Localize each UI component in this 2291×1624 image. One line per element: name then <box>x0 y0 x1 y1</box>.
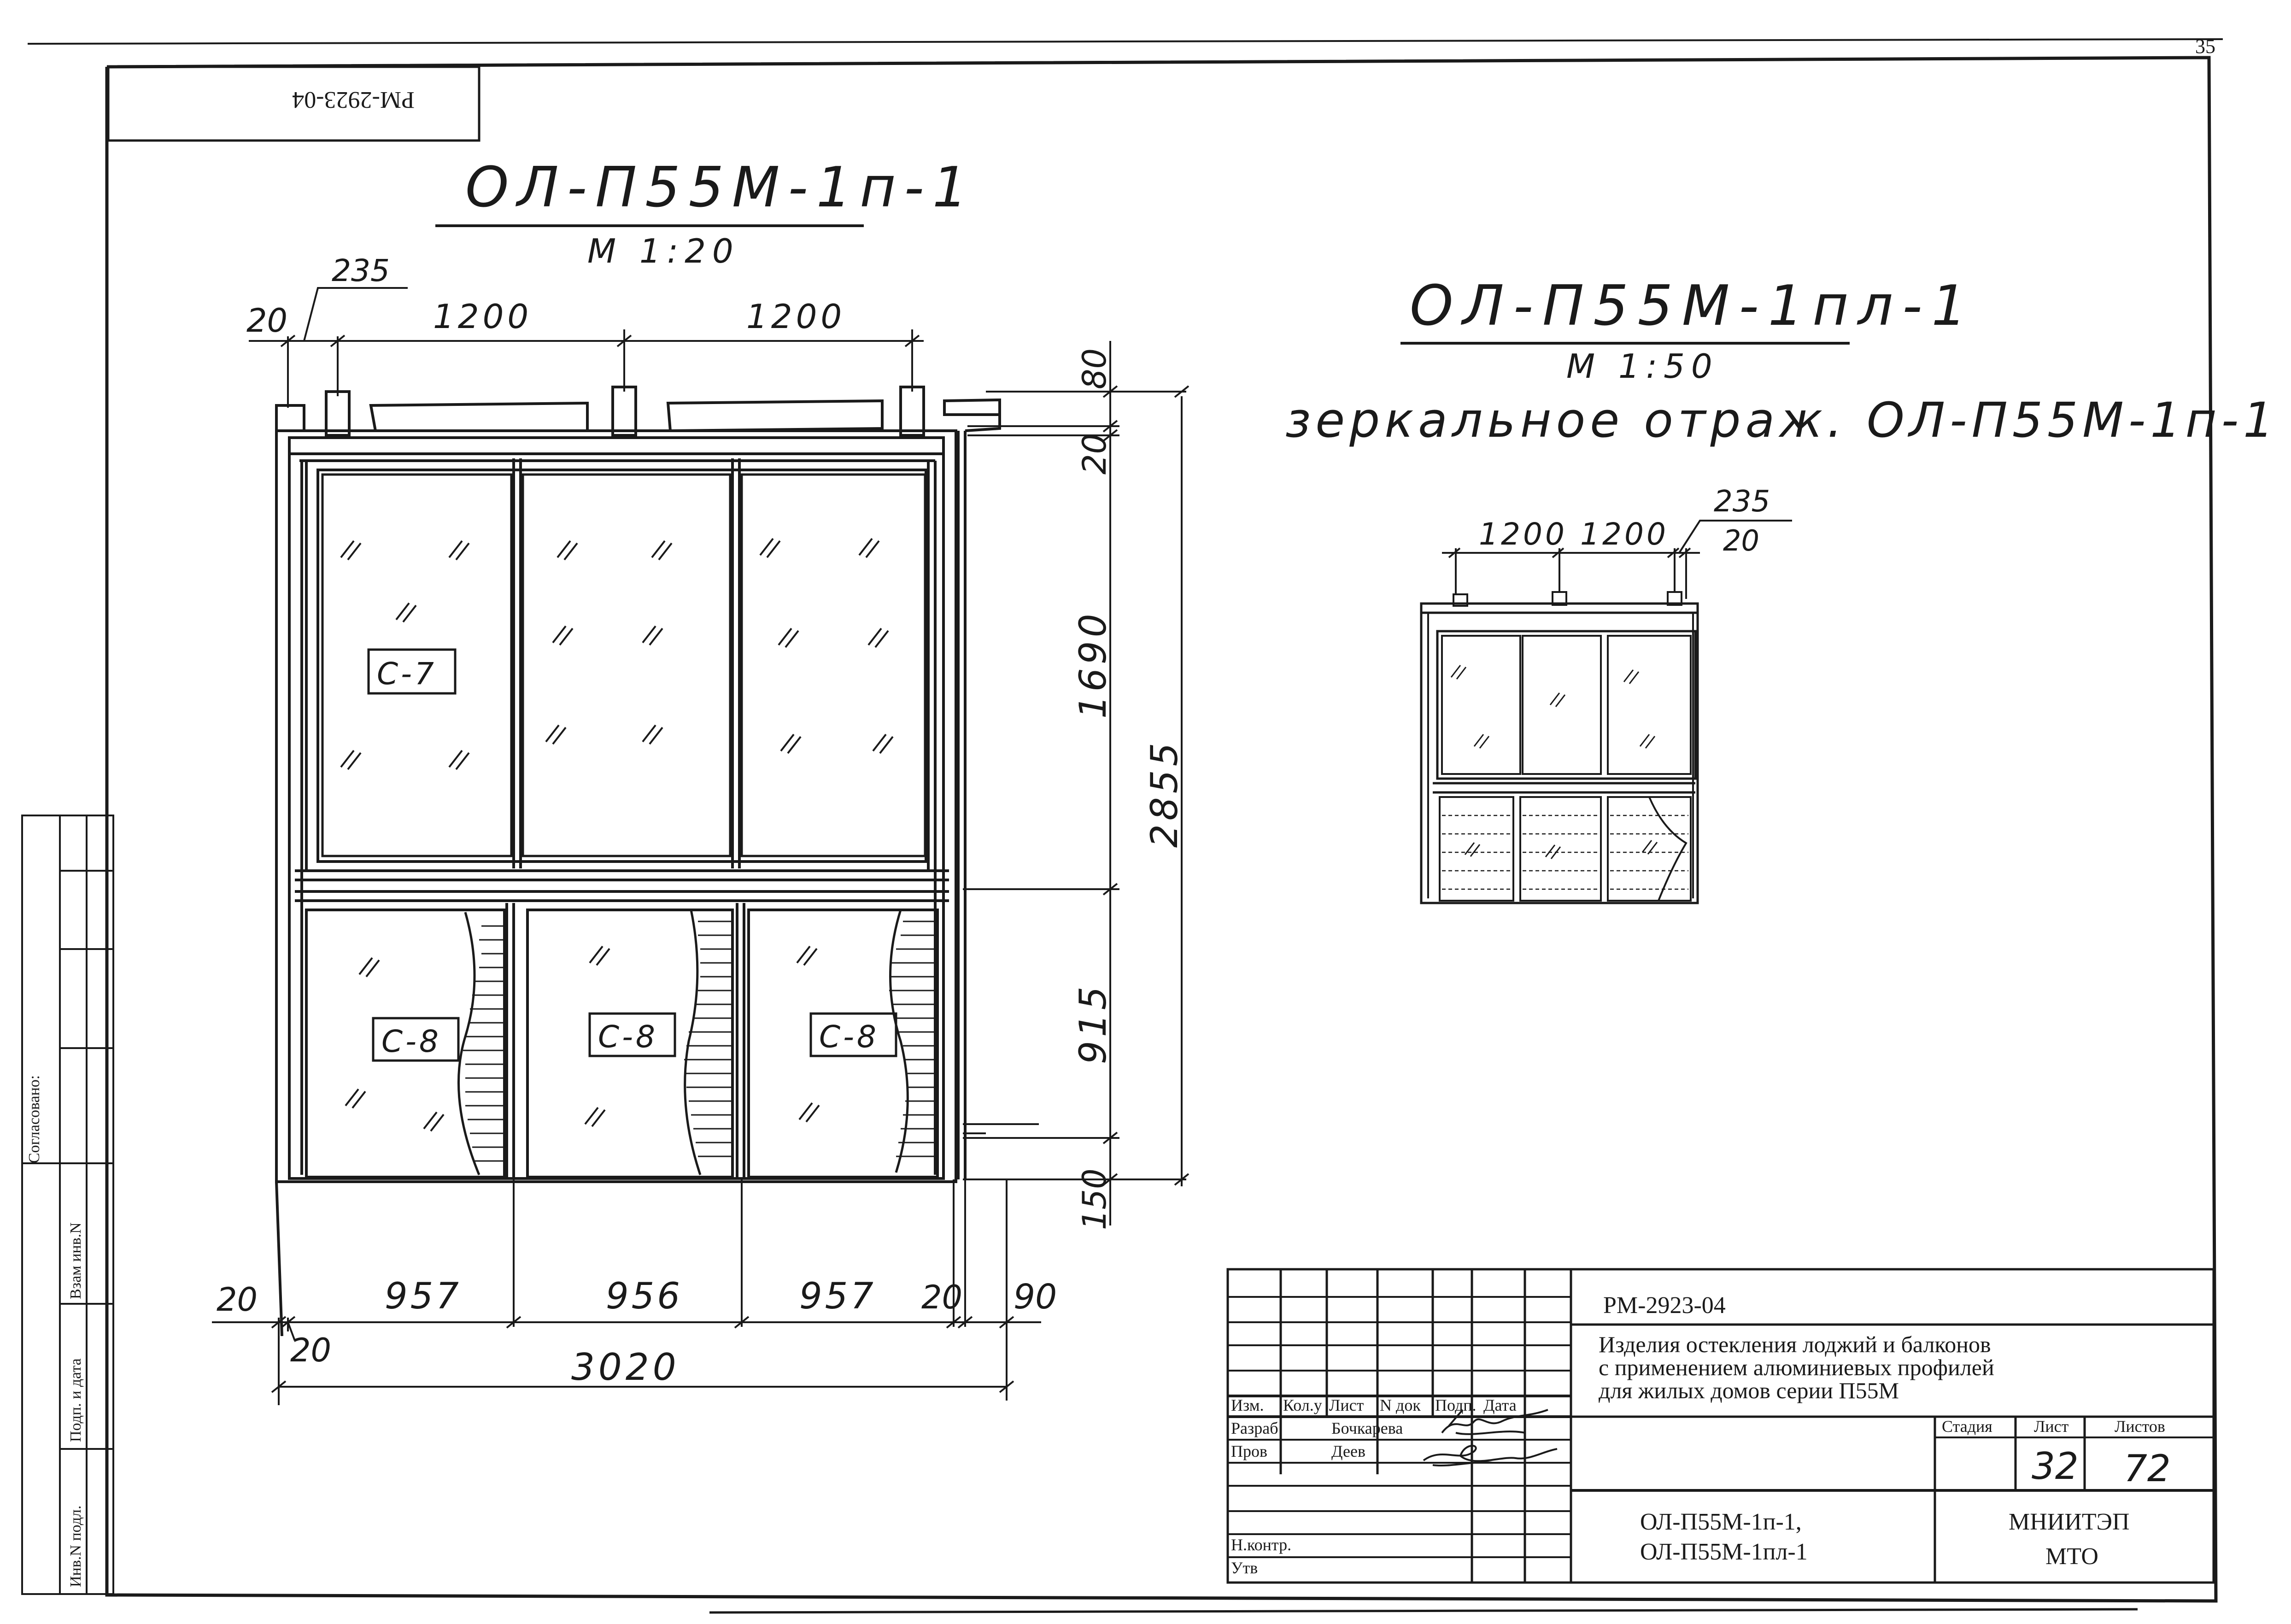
drawing1-panel-labels: С-7 С-8 С-8 С-8 <box>367 648 897 1062</box>
side-agreed-label: Согласовано: <box>26 1075 43 1163</box>
dim-bottom-3020: 3020 <box>571 1346 680 1389</box>
tb-col-data: Дата <box>1483 1396 1517 1414</box>
drawing2-dim-1200-a: 1200 <box>1479 516 1567 552</box>
side-vzam-label: Взам инв.N <box>67 1222 84 1299</box>
tb-sheet-label: Лист <box>2034 1417 2069 1436</box>
dim-right-915: 915 <box>1072 983 1114 1064</box>
drawing1-lower-hatch <box>463 920 935 1162</box>
dim-top-20: 20 <box>246 302 287 340</box>
dim-top-1200-b: 1200 <box>746 297 845 336</box>
tb-sheets-value: 72 <box>2124 1447 2171 1490</box>
drawing1-top-dims <box>249 287 924 408</box>
title-block <box>1226 1268 2215 1584</box>
drawing2-subtitle: зеркальное отраж. ОЛ-П55М-1п-1 <box>1285 392 2278 448</box>
dim-right-2855: 2855 <box>1143 739 1186 848</box>
tb-desc-3: для жилых домов серии П55М <box>1599 1378 1899 1403</box>
signature <box>1423 1409 1558 1467</box>
drawing2-scale: М 1:50 <box>1566 347 1719 386</box>
sheet-frame <box>27 38 2223 1614</box>
drawing2-hatch <box>1442 815 1688 890</box>
tb-col-ndok: N док <box>1380 1396 1421 1414</box>
panel-label-lower-2: С-8 <box>598 1019 658 1055</box>
tb-org-2: МТО <box>2045 1543 2098 1570</box>
drawing1-scale: М 1:20 <box>587 232 740 270</box>
drawing1-glass-marks <box>340 538 894 1132</box>
top-stamp-code: РМ-2923-04 <box>292 87 415 113</box>
drawing1-frame <box>275 386 1039 1337</box>
drawing1-title-block: ОЛ-П55М-1п-1 М 1:20 <box>435 156 976 270</box>
drawing2-dims <box>1442 520 1792 599</box>
drawing2-titles: ОЛ-П55М-1пл-1 М 1:50 зеркальное отраж. О… <box>1285 274 2278 448</box>
tb-role-utv: Утв <box>1231 1559 1258 1577</box>
drawing2-elevation <box>1420 591 1699 904</box>
drawing1-bottom-dims <box>212 1179 1041 1405</box>
tb-desc-2: с применением алюминиевых профилей <box>1599 1354 1994 1380</box>
side-inv-label: Инв.N подл. <box>67 1506 84 1587</box>
panel-label-lower-1: С-8 <box>381 1024 441 1059</box>
tb-item-name-1: ОЛ-П55М-1п-1, <box>1640 1509 1802 1535</box>
tb-role-razrab: Разраб <box>1231 1419 1278 1437</box>
drawing2-title: ОЛ-П55М-1пл-1 <box>1410 274 1976 338</box>
tb-sheet-value: 32 <box>2032 1445 2079 1488</box>
side-stamp <box>21 815 114 1595</box>
tb-col-izm: Изм. <box>1231 1396 1264 1414</box>
drawing1-right-dims <box>963 341 1189 1225</box>
tb-name-razrab: Бочкарева <box>1331 1419 1403 1437</box>
drawing2-dim-20: 20 <box>1723 524 1759 557</box>
drawing2-dim-235: 235 <box>1714 485 1770 519</box>
dim-bottom-957-a: 957 <box>385 1276 462 1317</box>
dim-right-20: 20 <box>1076 434 1113 475</box>
dim-right-150: 150 <box>1076 1168 1113 1230</box>
dim-bottom-20-under: 20 <box>290 1331 331 1369</box>
tb-sheets-label: Листов <box>2115 1417 2165 1436</box>
sheet-number: 35 <box>2195 35 2215 58</box>
tb-name-prov: Деев <box>1331 1442 1365 1460</box>
tb-col-podp: Подп. <box>1435 1396 1477 1414</box>
dim-bottom-957-b: 957 <box>799 1276 876 1317</box>
tb-role-prov: Пров <box>1231 1442 1267 1460</box>
panel-label-lower-3: С-8 <box>819 1019 879 1055</box>
tb-code: РМ-2923-04 <box>1603 1292 1726 1319</box>
dim-bottom-20-right: 20 <box>921 1278 962 1316</box>
tb-col-kolu: Кол.у <box>1283 1396 1322 1414</box>
drawing1-title: ОЛ-П55М-1п-1 <box>465 156 976 220</box>
drawing2-dim-1200-b: 1200 <box>1580 516 1669 552</box>
drawing2-glass-marks <box>1450 665 1658 859</box>
tb-role-nkontr: Н.контр. <box>1231 1536 1291 1554</box>
dim-right-80: 80 <box>1076 348 1113 389</box>
tb-col-list: Лист <box>1329 1396 1364 1414</box>
side-podp-label: Подп. и дата <box>67 1358 84 1442</box>
tb-stage-label: Стадия <box>1942 1417 1992 1436</box>
tb-org-1: МНИИТЭП <box>2009 1509 2130 1535</box>
tb-item-name-2: ОЛ-П55М-1пл-1 <box>1640 1539 1808 1565</box>
dim-top-1200-a: 1200 <box>433 297 532 336</box>
top-stamp: РМ-2923-04 <box>107 65 480 142</box>
dim-top-235: 235 <box>332 253 390 288</box>
tb-desc-1: Изделия остекления лоджий и балконов <box>1599 1331 1991 1357</box>
dim-bottom-20-left: 20 <box>217 1281 258 1319</box>
panel-label-upper: С-7 <box>377 656 437 692</box>
dim-right-1690: 1690 <box>1072 610 1114 719</box>
dim-bottom-90: 90 <box>1014 1277 1057 1317</box>
dim-bottom-956: 956 <box>606 1276 683 1317</box>
